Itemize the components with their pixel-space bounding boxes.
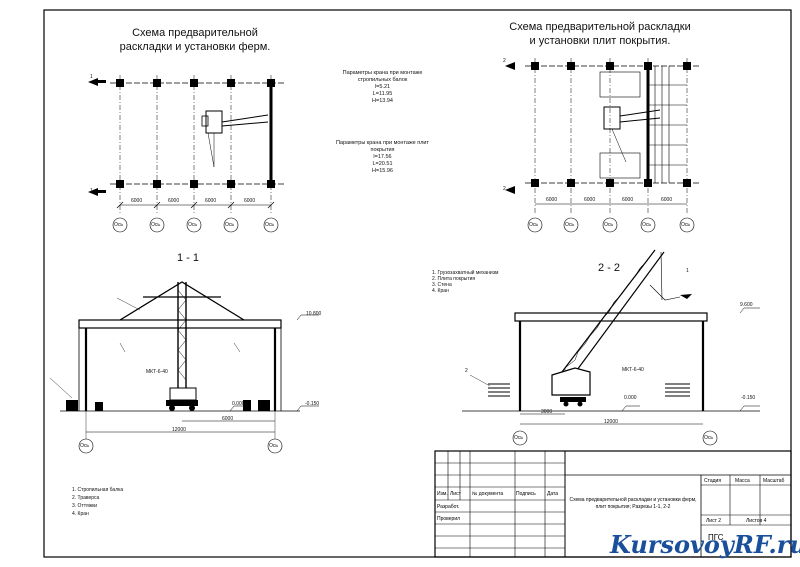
plan-trusses (110, 75, 285, 233)
tb-role-developer: Разработ. (437, 504, 460, 510)
section-2-2-dim-total: 12000 (604, 419, 618, 425)
plan1-axis: Ось (114, 222, 123, 228)
crane-params-beams-L: L=11.95 (372, 91, 393, 97)
plan-slabs-columns (505, 62, 691, 194)
plan2-title: Схема предварительной раскладки и устано… (500, 20, 700, 48)
plan2-dim: 6000 (584, 197, 596, 203)
plan1-axis: Ось (225, 222, 234, 228)
plan2-title-line1: Схема предварительной раскладки (509, 21, 691, 33)
plan2-dim: 6000 (661, 197, 673, 203)
plan1-axis-label-top: 1 (90, 74, 93, 80)
title-block (434, 450, 792, 558)
legend-item: 4. Кран (432, 288, 449, 294)
tb-header-izm: Изм. (437, 491, 448, 497)
crane-params-beams-l: l=5.21 (374, 84, 391, 90)
legend-item: 3. Оттяжки (72, 503, 98, 509)
plan2-dim: 6000 (546, 197, 558, 203)
legend-item: 4. Кран (72, 511, 89, 517)
crane-params-beams-heading: Параметры крана при монтаже стропильных … (342, 70, 423, 83)
sheet-border (43, 9, 792, 558)
section-2-2-elev-top: 9.600 (740, 302, 753, 308)
section-2-2-axis-right: Ось (704, 435, 713, 441)
section-1-1-elev-0: 0.000 (232, 401, 245, 407)
crane-params-beams-H: H=13.94 (372, 98, 393, 104)
plan2-axis: Ось (642, 222, 651, 228)
tb-role-checker: Проверил (437, 516, 461, 522)
legend-item: 1. Стропильная балка (72, 487, 124, 493)
plan1-dim: 6000 (205, 198, 217, 204)
section-1-1-crane: МКТ-6-40 (146, 369, 168, 375)
section-1-1-axis-right: Ось (269, 443, 278, 449)
legend-item: 1. Грузозахватный механизм (432, 270, 499, 276)
plan2-axis-label-top: 2 (503, 58, 506, 64)
section-2-2 (462, 249, 760, 446)
section-1-1-elev-top: 10.800 (306, 311, 322, 317)
plan2-axis: Ось (604, 222, 613, 228)
section-1-1-elev-neg: -0.150 (305, 401, 320, 407)
tb-header-doc: № документа (472, 491, 504, 497)
section-2-2-axis-left: Ось (514, 435, 523, 441)
tb-sheets: Листов 4 (746, 518, 767, 524)
watermark-logo: KursovoyRF.ru (610, 530, 800, 559)
plan2-axis: Ось (681, 222, 690, 228)
tb-description: Схема предварительной раскладки и устано… (569, 497, 697, 510)
plan2-dim: 6000 (622, 197, 634, 203)
tb-sheet: Лист 2 (706, 518, 722, 524)
section-2-2-elev-0: 0.000 (624, 395, 637, 401)
legend-item: 2. Траверса (72, 495, 100, 501)
crane-params-slabs-H: H=15.96 (372, 168, 393, 174)
plan1-axis-label-bottom: 1 (90, 188, 93, 194)
legend-section-2: 1. Грузозахватный механизм 2. Плита покр… (432, 270, 498, 294)
section-2-2-label: 2 - 2 (598, 262, 621, 274)
section-2-2-stack-label: 2 (465, 368, 468, 374)
plan2-axis: Ось (529, 222, 538, 228)
plan2-axis: Ось (565, 222, 574, 228)
section-2-2-elev-neg: -0.150 (741, 395, 756, 401)
tb-header-sign: Подпись (516, 491, 536, 497)
plan1-dim: 6000 (168, 198, 180, 204)
crane-params-slabs: Параметры крана при монтаже плит покрыти… (335, 140, 430, 175)
crane-params-slabs-L: L=20.51 (372, 161, 393, 167)
section-1-1-dim-inner: 6000 (222, 416, 234, 422)
tb-stage: Стадия (704, 478, 722, 484)
tb-code: ПГС (708, 533, 724, 542)
plan-trusses-columns (88, 78, 275, 196)
section-1-1-dim-total: 12000 (172, 427, 186, 433)
plan1-axis: Ось (265, 222, 274, 228)
plan1-dim: 6000 (244, 198, 256, 204)
section-2-2-hook-label: 1 (686, 268, 689, 274)
section-1-1-solids (66, 400, 270, 411)
plan2-title-line2: и установки плит покрытия. (529, 35, 671, 47)
plan1-axis: Ось (188, 222, 197, 228)
section-1-1-axis-left: Ось (80, 443, 89, 449)
legend-item: 2. Плита покрытия (432, 276, 476, 282)
section-1-1-label: 1 - 1 (177, 252, 200, 264)
plan2-axis-label-bottom: 2 (503, 186, 506, 192)
plan1-axis: Ось (151, 222, 160, 228)
plan1-title-line2: раскладки и установки ферм. (119, 41, 271, 53)
tb-mass: Масса (735, 478, 750, 484)
legend-section-1: 1. Стропильная балка 2. Траверса 3. Оття… (72, 486, 123, 518)
section-2-2-solids (560, 294, 692, 407)
plan1-title: Схема предварительной раскладки и устано… (110, 26, 280, 54)
plan1-title-line1: Схема предварительной (132, 27, 258, 39)
section-2-2-dim-inner: 3000 (541, 409, 553, 415)
tb-scale: Масштаб (763, 478, 785, 484)
legend-item: 3. Стена (432, 282, 452, 288)
tb-header-date: Дата (547, 491, 559, 497)
crane-params-slabs-l: l=17.56 (373, 154, 392, 160)
section-2-2-crane: МКТ-6-40 (622, 367, 644, 373)
plan-slabs (525, 58, 700, 233)
crane-params-beams: Параметры крана при монтаже стропильных … (335, 70, 430, 105)
plan1-dim: 6000 (131, 198, 143, 204)
tb-header-list: Лист (450, 491, 461, 497)
crane-params-slabs-heading: Параметры крана при монтаже плит покрыти… (335, 140, 430, 153)
